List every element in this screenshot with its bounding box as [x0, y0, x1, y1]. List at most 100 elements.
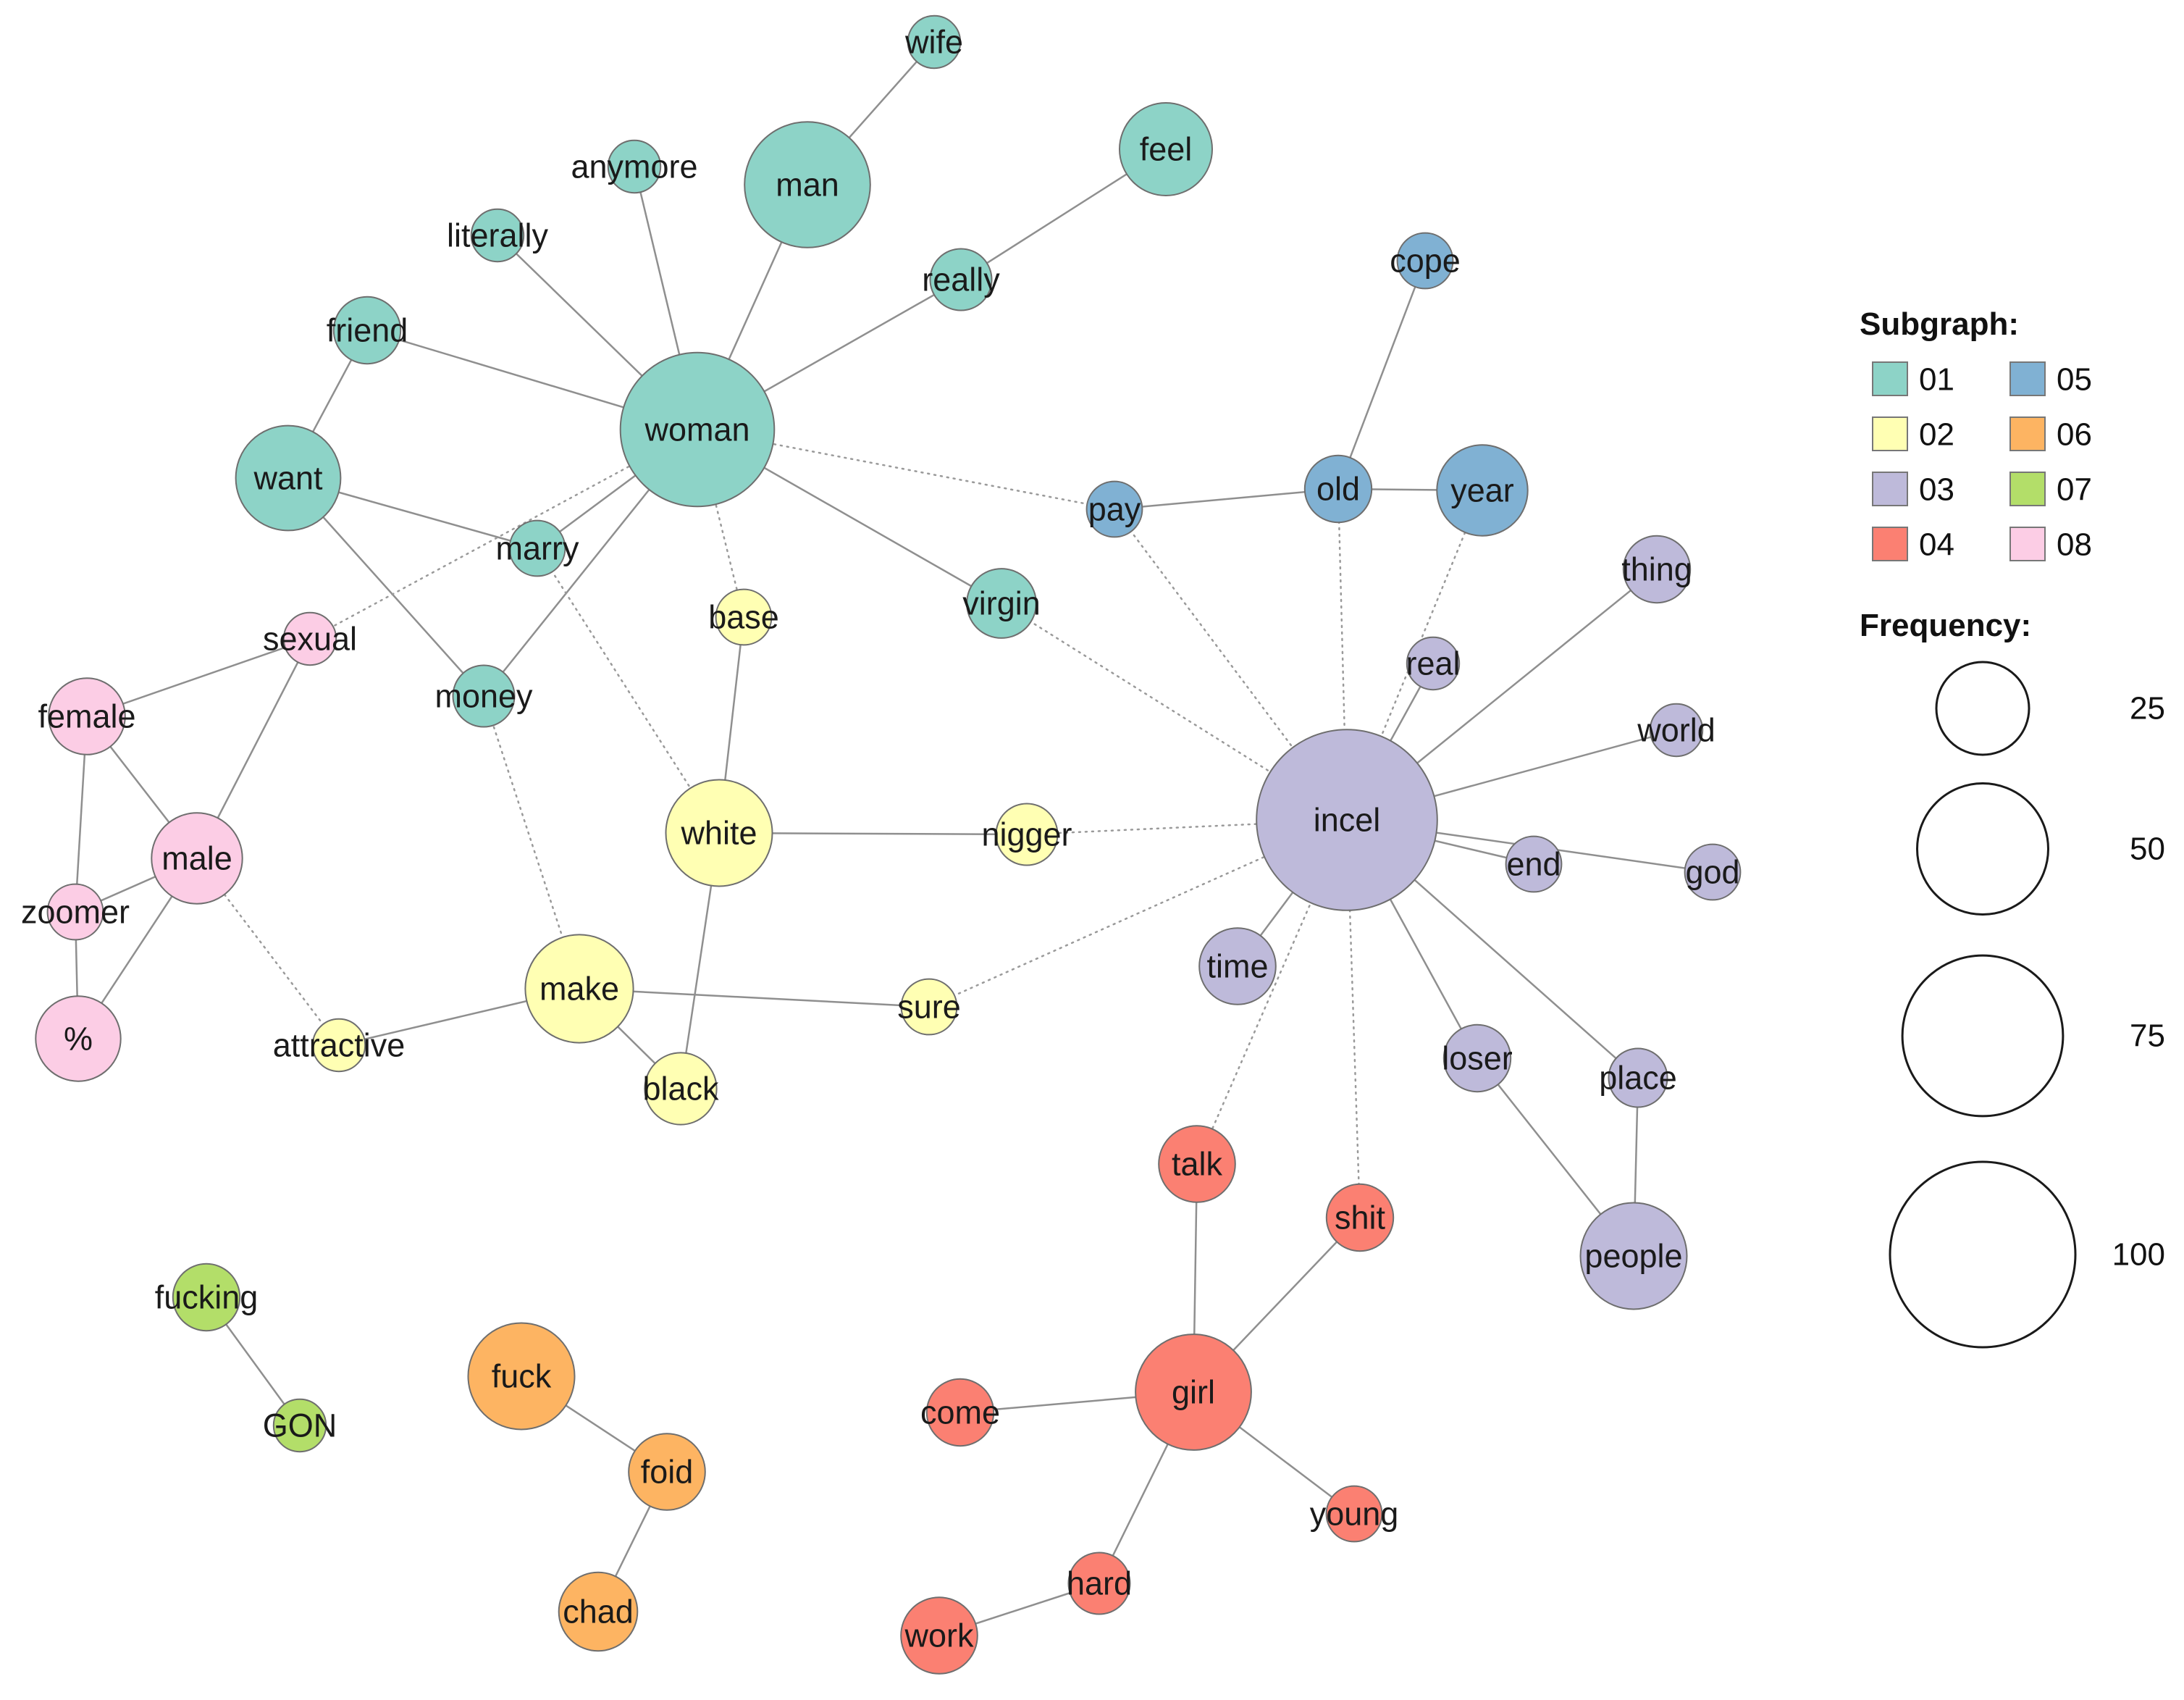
node-label: girl	[1172, 1374, 1215, 1411]
node-god: god	[1684, 843, 1742, 901]
frequency-legend-label: 50	[2130, 832, 2165, 867]
node-label: god	[1685, 854, 1739, 891]
frequency-legend-item-100: 100	[1889, 1160, 2165, 1349]
node-attractive: attractive	[273, 1018, 406, 1073]
node-label: sexual	[263, 621, 357, 658]
node-circle	[151, 812, 243, 905]
legend-label: 07	[2057, 472, 2092, 508]
node-circle	[172, 1263, 241, 1332]
node-anymore: anymore	[571, 139, 698, 194]
frequency-legend-item-25: 25	[1935, 661, 2165, 756]
node-end: end	[1505, 835, 1563, 893]
node-shit: shit	[1325, 1183, 1395, 1252]
node-circle	[644, 1052, 718, 1126]
subgraph-legend-title: Subgraph:	[1860, 306, 2019, 342]
node-circle	[1406, 636, 1461, 691]
node-incel: incel	[1256, 729, 1438, 911]
node-label: anymore	[571, 148, 697, 185]
node-label: money	[434, 678, 533, 715]
node-world: world	[1637, 703, 1715, 758]
edge-make-sure	[579, 987, 930, 1008]
legend-label: 02	[1919, 417, 1954, 453]
node-circle	[1436, 444, 1529, 537]
node-circle	[1622, 535, 1692, 604]
node-circle	[715, 588, 773, 646]
node-circle	[1303, 454, 1373, 524]
node-label: cope	[1390, 243, 1461, 280]
subgraph-legend-item-08: 08	[2009, 527, 2092, 563]
legend-label: 08	[2057, 527, 2092, 563]
node-circle	[607, 139, 662, 194]
node-GON: GON	[263, 1398, 337, 1453]
legend-swatch	[2009, 472, 2046, 506]
node-label: end	[1506, 846, 1561, 883]
node-circle	[1684, 843, 1742, 901]
node-label: year	[1450, 472, 1514, 509]
node-girl: girl	[1135, 1333, 1252, 1451]
node-circle	[1198, 927, 1277, 1005]
node-label: want	[253, 460, 323, 497]
node-label: young	[1310, 1496, 1399, 1533]
node-label: feel	[1140, 131, 1193, 168]
node-label: world	[1637, 712, 1715, 749]
node-chad: chad	[558, 1571, 639, 1652]
node-cope: cope	[1390, 232, 1461, 290]
subgraph-legend-item-01: 01	[1872, 361, 1954, 398]
edge-shit-incel	[1345, 818, 1361, 1219]
edge-female-sexual	[86, 637, 311, 718]
edge-pay-incel	[1113, 508, 1348, 821]
node-percent: %	[35, 995, 122, 1082]
edges-layer	[74, 41, 1713, 1637]
node-label: base	[708, 599, 779, 636]
frequency-legend-circle	[1935, 661, 2030, 756]
node-work: work	[900, 1596, 978, 1675]
node-circle	[1442, 1023, 1512, 1093]
edge-sure-incel	[928, 818, 1348, 1008]
node-label: virgin	[962, 585, 1041, 622]
frequency-legend-circle	[1889, 1160, 2077, 1349]
node-label: come	[920, 1394, 1000, 1431]
node-circle	[35, 995, 122, 1082]
node-label: friend	[327, 312, 408, 349]
node-money: money	[434, 664, 533, 728]
node-circle	[665, 779, 773, 887]
node-circle	[48, 677, 126, 755]
node-label: literally	[447, 217, 549, 254]
legend-label: 03	[1919, 472, 1954, 508]
node-circle	[1396, 232, 1454, 290]
node-circle	[619, 351, 776, 508]
legend-swatch	[2009, 361, 2046, 396]
node-circle	[1135, 1333, 1252, 1451]
node-circle	[628, 1433, 706, 1511]
node-circle	[332, 296, 402, 365]
node-circle	[1649, 703, 1704, 758]
node-circle	[470, 208, 525, 263]
legend-label: 05	[2057, 362, 2092, 398]
node-hard: hard	[1067, 1552, 1132, 1615]
node-label: attractive	[273, 1027, 406, 1064]
node-want: want	[235, 424, 342, 532]
node-circle	[524, 934, 634, 1044]
node-label: hard	[1067, 1565, 1132, 1602]
node-circle	[1158, 1125, 1236, 1203]
node-zoomer: zoomer	[21, 883, 130, 941]
node-label: black	[642, 1071, 719, 1107]
node-label: foid	[641, 1454, 694, 1491]
node-nigger: nigger	[981, 803, 1072, 866]
node-virgin: virgin	[962, 568, 1041, 639]
node-come: come	[920, 1378, 1000, 1447]
node-circle	[907, 14, 962, 70]
node-circle	[900, 1596, 978, 1675]
node-talk: talk	[1158, 1125, 1236, 1203]
subgraph-legend-item-03: 03	[1872, 472, 1954, 508]
node-circle	[744, 121, 871, 248]
legend-swatch	[1872, 472, 1908, 506]
node-circle	[282, 611, 337, 666]
node-people: people	[1579, 1202, 1688, 1310]
node-man: man	[744, 121, 871, 248]
node-foid: foid	[628, 1433, 706, 1511]
node-label: man	[776, 167, 839, 204]
node-old: old	[1303, 454, 1373, 524]
